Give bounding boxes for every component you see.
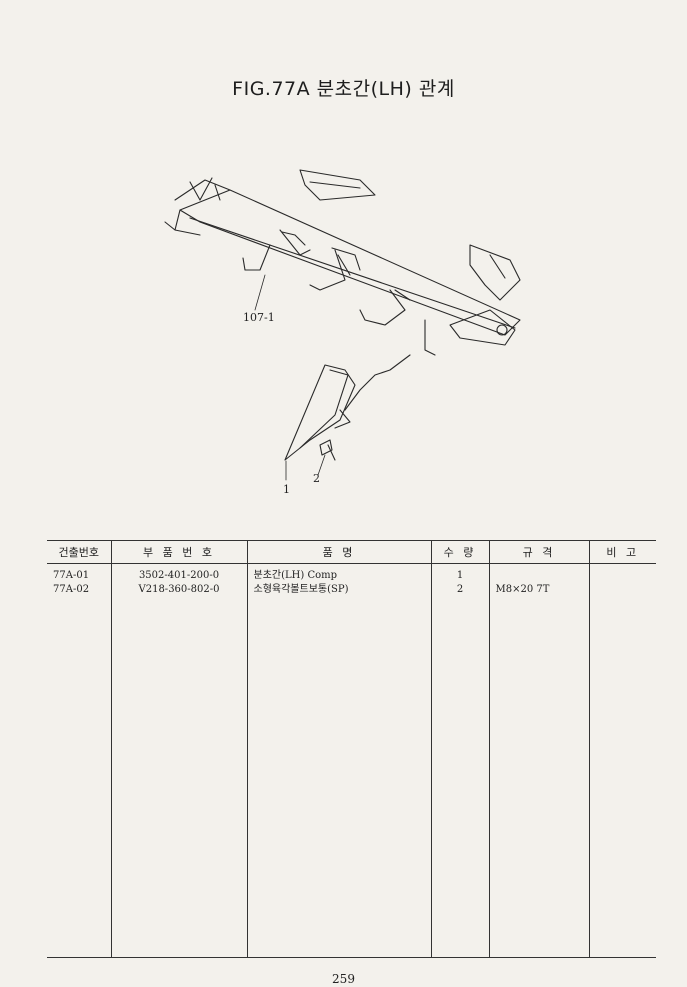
table-row: 77A-02 V218-360-802-0 소형육각볼트보통(SP) 2 M8×… xyxy=(47,584,656,598)
cell-ref-no: 77A-01 xyxy=(53,570,90,581)
header-quantity: 수 량 xyxy=(430,540,489,564)
header-part-no: 부 품 번 호 xyxy=(110,540,247,564)
cell-part-name: 소형육각볼트보통(SP) xyxy=(246,584,431,598)
figure-title: FIG.77A 분초간(LH) 관계 xyxy=(232,78,455,100)
divider-finger-4 xyxy=(424,319,436,356)
cell-part-no: 3502-401-200-0 xyxy=(110,563,247,585)
divider-finger-2 xyxy=(309,249,351,291)
divider-finger-3 xyxy=(359,289,406,326)
right-bracket xyxy=(449,309,516,346)
parts-table: 건출번호 부 품 번 호 품 명 수 량 규 격 비 고 77A-01 3502… xyxy=(47,540,656,958)
divider-finger-1 xyxy=(242,229,311,271)
cell-remarks xyxy=(588,584,656,598)
callout-1: 1 xyxy=(283,483,290,496)
table-row: 77A-01 3502-401-200-0 분초간(LH) Comp 1 xyxy=(47,563,656,585)
cell-spec xyxy=(488,563,589,585)
page-number: 259 xyxy=(332,972,355,986)
table-empty-area xyxy=(47,597,656,958)
cell-part-no: V218-360-802-0 xyxy=(110,584,247,598)
header-remarks: 비 고 xyxy=(588,540,656,564)
callout-107-1: 107-1 xyxy=(243,311,275,324)
cell-spec: M8×20 7T xyxy=(488,584,589,598)
cell-ref-no: 77A-02 xyxy=(53,584,90,596)
frame-beam xyxy=(179,189,521,336)
cell-remarks xyxy=(588,563,656,585)
left-bracket xyxy=(164,179,231,236)
cell-part-name: 분초간(LH) Comp xyxy=(246,563,431,585)
table-header-row: 건출번호 부 품 번 호 품 명 수 량 규 격 비 고 xyxy=(47,540,656,564)
cell-quantity: 2 xyxy=(430,584,489,598)
cell-quantity: 1 xyxy=(430,563,489,585)
bolt-part xyxy=(319,439,336,461)
divider-rod-part xyxy=(284,364,356,461)
top-plate xyxy=(299,169,376,201)
right-plate xyxy=(469,244,521,301)
header-ref-no: 건출번호 xyxy=(47,540,111,564)
callout-2: 2 xyxy=(313,472,320,485)
exploded-parts-diagram xyxy=(164,169,521,481)
header-part-name: 품 명 xyxy=(246,540,431,564)
header-spec: 규 격 xyxy=(488,540,589,564)
